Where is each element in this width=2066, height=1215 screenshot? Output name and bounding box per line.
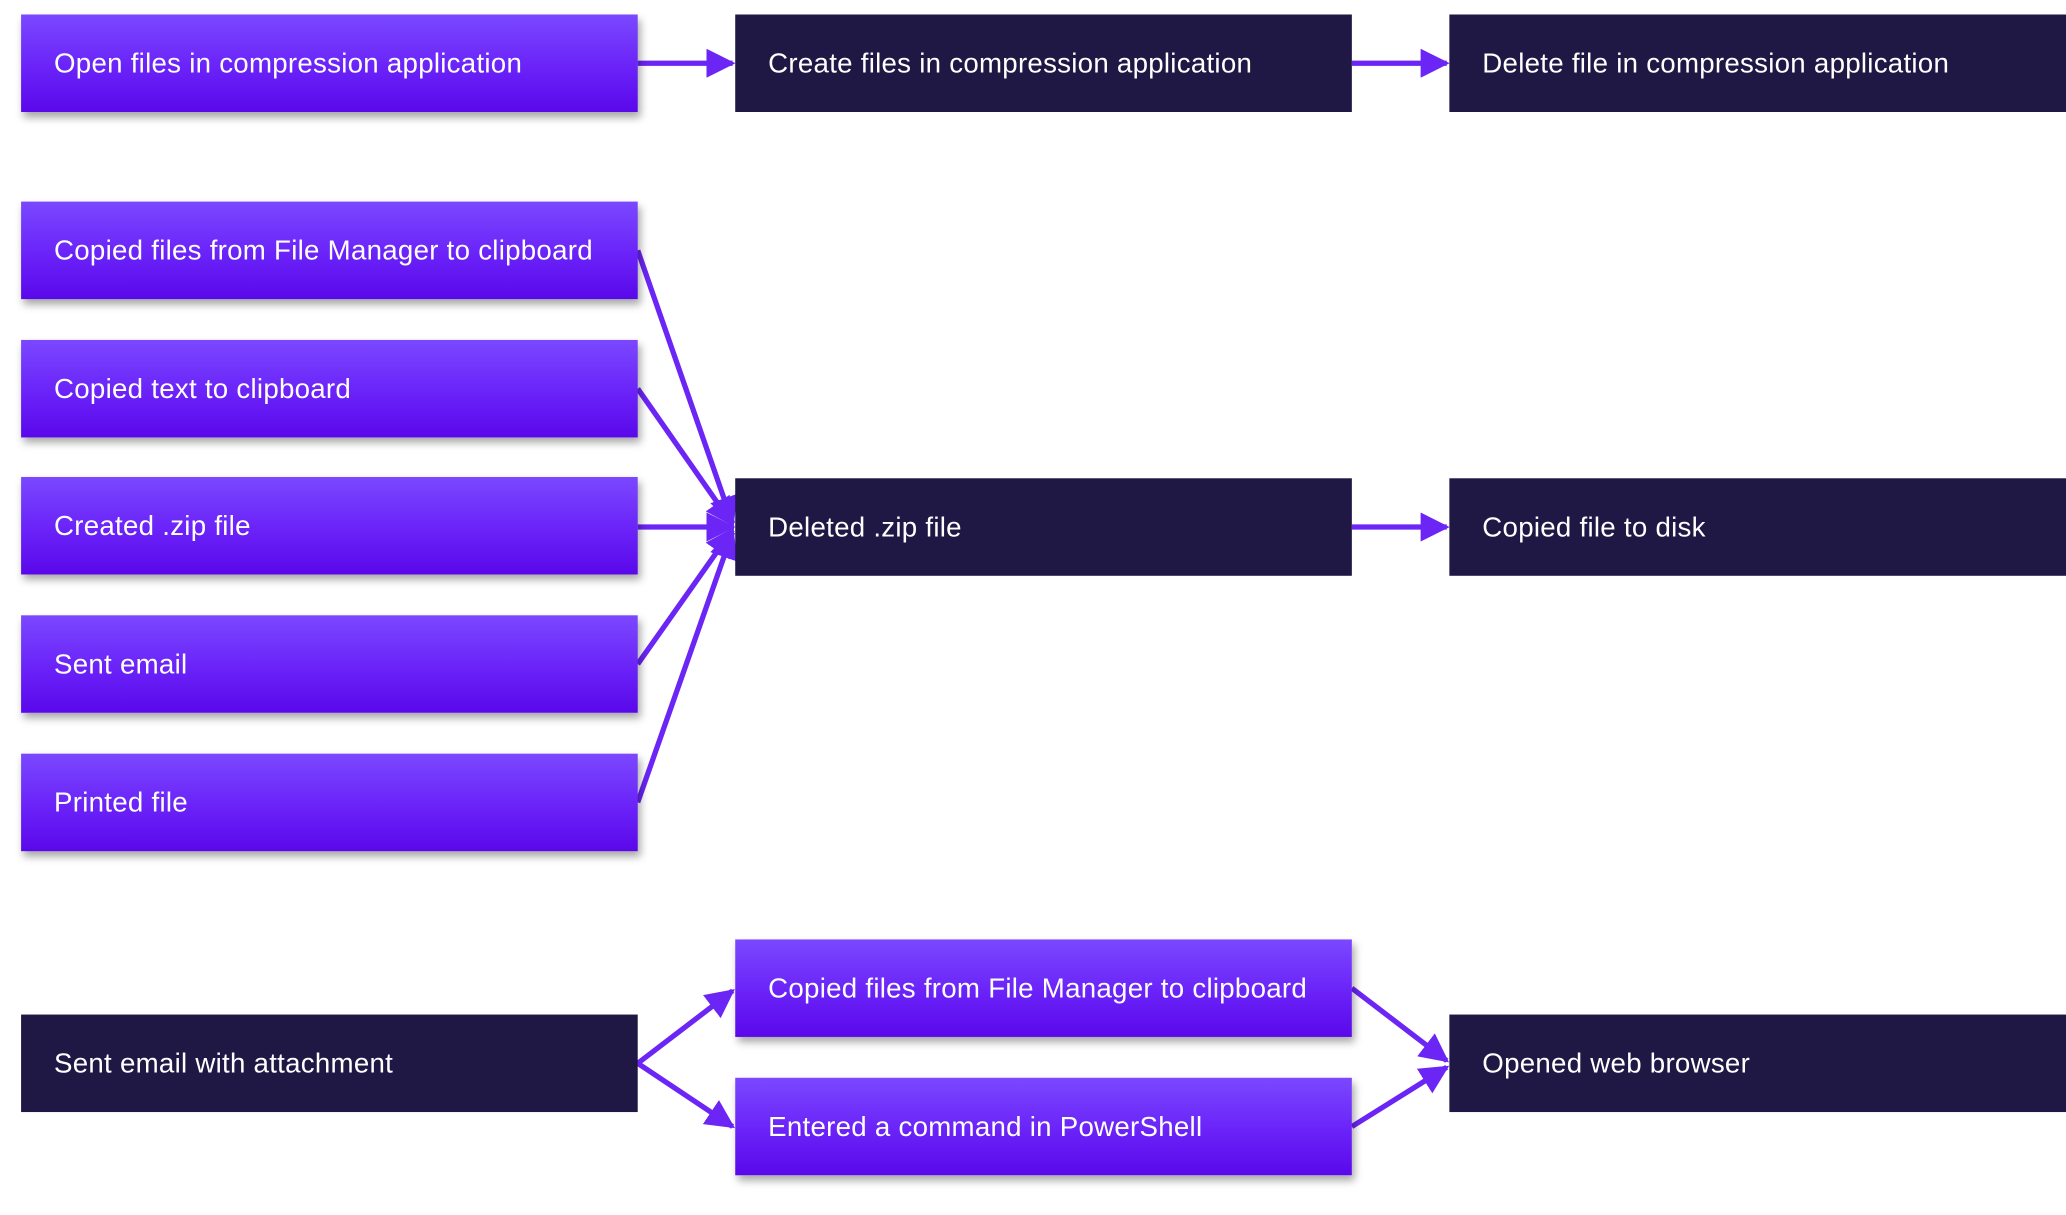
edge-attachment-to-powershell bbox=[636, 1061, 735, 1129]
node-copied-files-clipboard-label: Copied files from File Manager to clipbo… bbox=[54, 235, 593, 266]
node-sent-email-attachment-label: Sent email with attachment bbox=[54, 1048, 394, 1079]
node-opened-web-browser-label: Opened web browser bbox=[1482, 1048, 1751, 1079]
node-sent-email-attachment: Sent email with attachment bbox=[21, 1014, 638, 1113]
node-delete-file: Delete file in compression application bbox=[1449, 14, 2066, 112]
edge-attachment-to-copied-files bbox=[636, 988, 735, 1066]
node-created-zip-label: Created .zip file bbox=[54, 510, 251, 541]
edge-copied-files-to-browser bbox=[1350, 986, 1450, 1063]
edge-sent-email-to-deleted-zip bbox=[635, 527, 735, 666]
node-copied-files-clipboard-2-label: Copied files from File Manager to clipbo… bbox=[768, 973, 1308, 1004]
node-sent-email-label: Sent email bbox=[54, 648, 188, 680]
node-created-zip: Created .zip file bbox=[21, 476, 638, 575]
node-deleted-zip-label: Deleted .zip file bbox=[768, 511, 962, 543]
node-open-files: Open files in compression application bbox=[21, 14, 638, 112]
edge-copied-files-to-deleted-zip bbox=[635, 249, 738, 526]
edge-powershell-to-browser bbox=[1350, 1065, 1450, 1129]
edge-printed-file-to-deleted-zip bbox=[635, 529, 738, 804]
node-printed-file-label: Printed file bbox=[54, 787, 188, 818]
node-create-files-label: Create files in compression application bbox=[768, 48, 1253, 79]
node-copied-files-clipboard: Copied files from File Manager to clipbo… bbox=[21, 201, 638, 300]
node-opened-web-browser: Opened web browser bbox=[1449, 1014, 2066, 1113]
node-copied-text-clipboard: Copied text to clipboard bbox=[21, 339, 638, 438]
node-sent-email: Sent email bbox=[21, 615, 638, 713]
node-powershell-command: Entered a command in PowerShell bbox=[735, 1077, 1352, 1176]
node-copied-file-disk: Copied file to disk bbox=[1449, 478, 2066, 576]
node-open-files-label: Open files in compression application bbox=[54, 48, 523, 79]
node-powershell-command-label: Entered a command in PowerShell bbox=[768, 1111, 1203, 1142]
node-copied-file-disk-label: Copied file to disk bbox=[1482, 511, 1706, 543]
node-create-files: Create files in compression application bbox=[735, 14, 1352, 112]
node-copied-text-clipboard-label: Copied text to clipboard bbox=[54, 373, 352, 404]
node-printed-file: Printed file bbox=[21, 753, 638, 852]
node-deleted-zip: Deleted .zip file bbox=[735, 478, 1352, 576]
node-copied-files-clipboard-2: Copied files from File Manager to clipbo… bbox=[735, 939, 1352, 1037]
edge-copied-text-to-deleted-zip bbox=[635, 387, 735, 527]
node-delete-file-label: Delete file in compression application bbox=[1482, 48, 1950, 79]
